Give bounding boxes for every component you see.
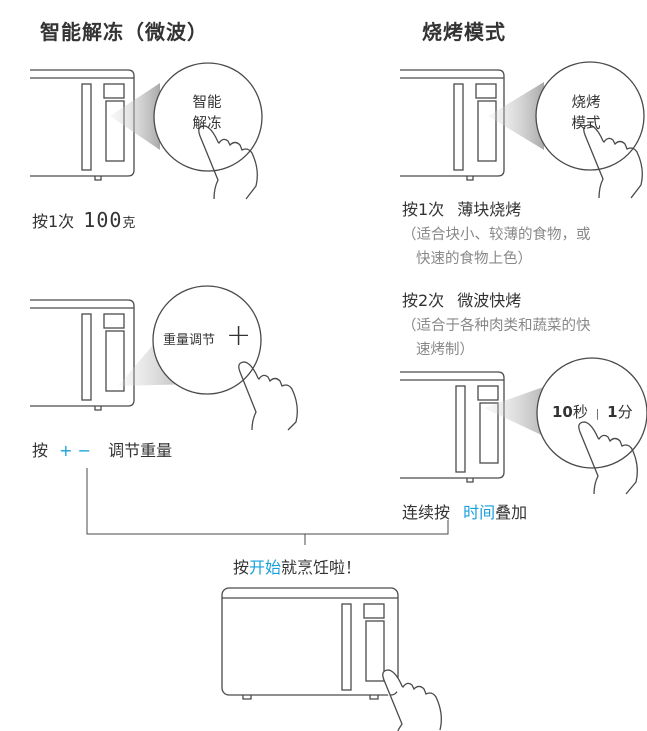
bubble-label-grill-mode: 烧烤 模式 [566, 93, 606, 135]
microwave-body [221, 587, 399, 700]
bubble-label-weight-adjust: 重量调节 [163, 329, 215, 348]
bubble-line-1: 烧烤 [571, 95, 601, 111]
weight-unit: 克 [122, 216, 136, 231]
press1-label: 按1次 [402, 200, 445, 219]
time-key: 时间 [463, 503, 496, 522]
step2-suffix: 调节重量 [108, 441, 173, 460]
hand-icon [198, 125, 258, 200]
press2-note-line2: 速烤制） [416, 342, 474, 358]
step2-prefix: 按 [32, 441, 49, 460]
plus-key: + [59, 441, 73, 460]
press1-note: （适合块小、较薄的食物，或 快速的食物上色） [402, 223, 591, 271]
zoom-cone [484, 384, 552, 440]
bottom-suffix: 就烹饪啦！ [281, 558, 362, 577]
grill-press-twice: 按2次 微波快烤 [402, 287, 521, 311]
bubble-line-1: 智能 [192, 95, 222, 111]
weight-adjust-label: 重量调节 [163, 333, 216, 348]
time-seconds-unit: 秒 [572, 403, 588, 421]
start-cooking-instruction: 按开始就烹饪啦！ [233, 554, 361, 578]
press1-note-line1: （适合块小、较薄的食物，或 [402, 227, 591, 243]
press2-label: 按2次 [402, 291, 445, 310]
press2-note-line1: （适合于各种肉类和蔬菜的快 [402, 318, 591, 334]
step-adjust-weight: 按 + − 调节重量 [32, 437, 172, 461]
weight-display-value: 100 [83, 208, 123, 232]
step-press-once: 按1次 100克 [32, 208, 135, 232]
hand-icon [583, 124, 643, 199]
zoom-cone [110, 83, 160, 150]
bottom-prefix: 按 [233, 558, 250, 577]
step1-prefix: 按1次 [32, 212, 75, 231]
time-minutes-unit: 分 [617, 403, 633, 421]
bubble-line-2: 解冻 [192, 116, 222, 132]
press1-mode: 薄块烧烤 [457, 200, 522, 219]
start-key: 开始 [249, 558, 282, 577]
bubble-label-smart-defrost: 智能 解冻 [187, 93, 227, 135]
time-1: 1 [607, 403, 618, 421]
microwave-body [30, 299, 135, 411]
hand-icon [578, 421, 638, 495]
title-smart-defrost: 智能解冻（微波） [40, 20, 208, 44]
hand-icon [382, 669, 442, 731]
step3-prefix: 连续按 [402, 503, 451, 522]
zoom-cone [488, 82, 544, 150]
step-add-time: 连续按 时间叠加 [402, 499, 527, 523]
hand-icon [238, 361, 298, 431]
microwave-body [400, 371, 505, 483]
press1-note-line2: 快速的食物上色） [416, 251, 532, 267]
bubble-label-time: 10秒 | 1分 [552, 401, 633, 422]
plus-symbol: + [226, 318, 252, 353]
minus-key: − [77, 441, 92, 460]
bubble-line-2: 模式 [571, 116, 601, 132]
press2-note: （适合于各种肉类和蔬菜的快 速烤制） [402, 314, 591, 362]
time-10: 10 [552, 403, 573, 421]
press2-mode: 微波快烤 [457, 291, 522, 310]
zoom-bubble [153, 62, 263, 172]
time-separator: | [595, 407, 600, 420]
title-grill-mode: 烧烤模式 [422, 20, 506, 44]
step3-suffix: 叠加 [495, 503, 528, 522]
zoom-bubble [152, 285, 262, 395]
grill-press-once: 按1次 薄块烧烤 [402, 196, 521, 220]
